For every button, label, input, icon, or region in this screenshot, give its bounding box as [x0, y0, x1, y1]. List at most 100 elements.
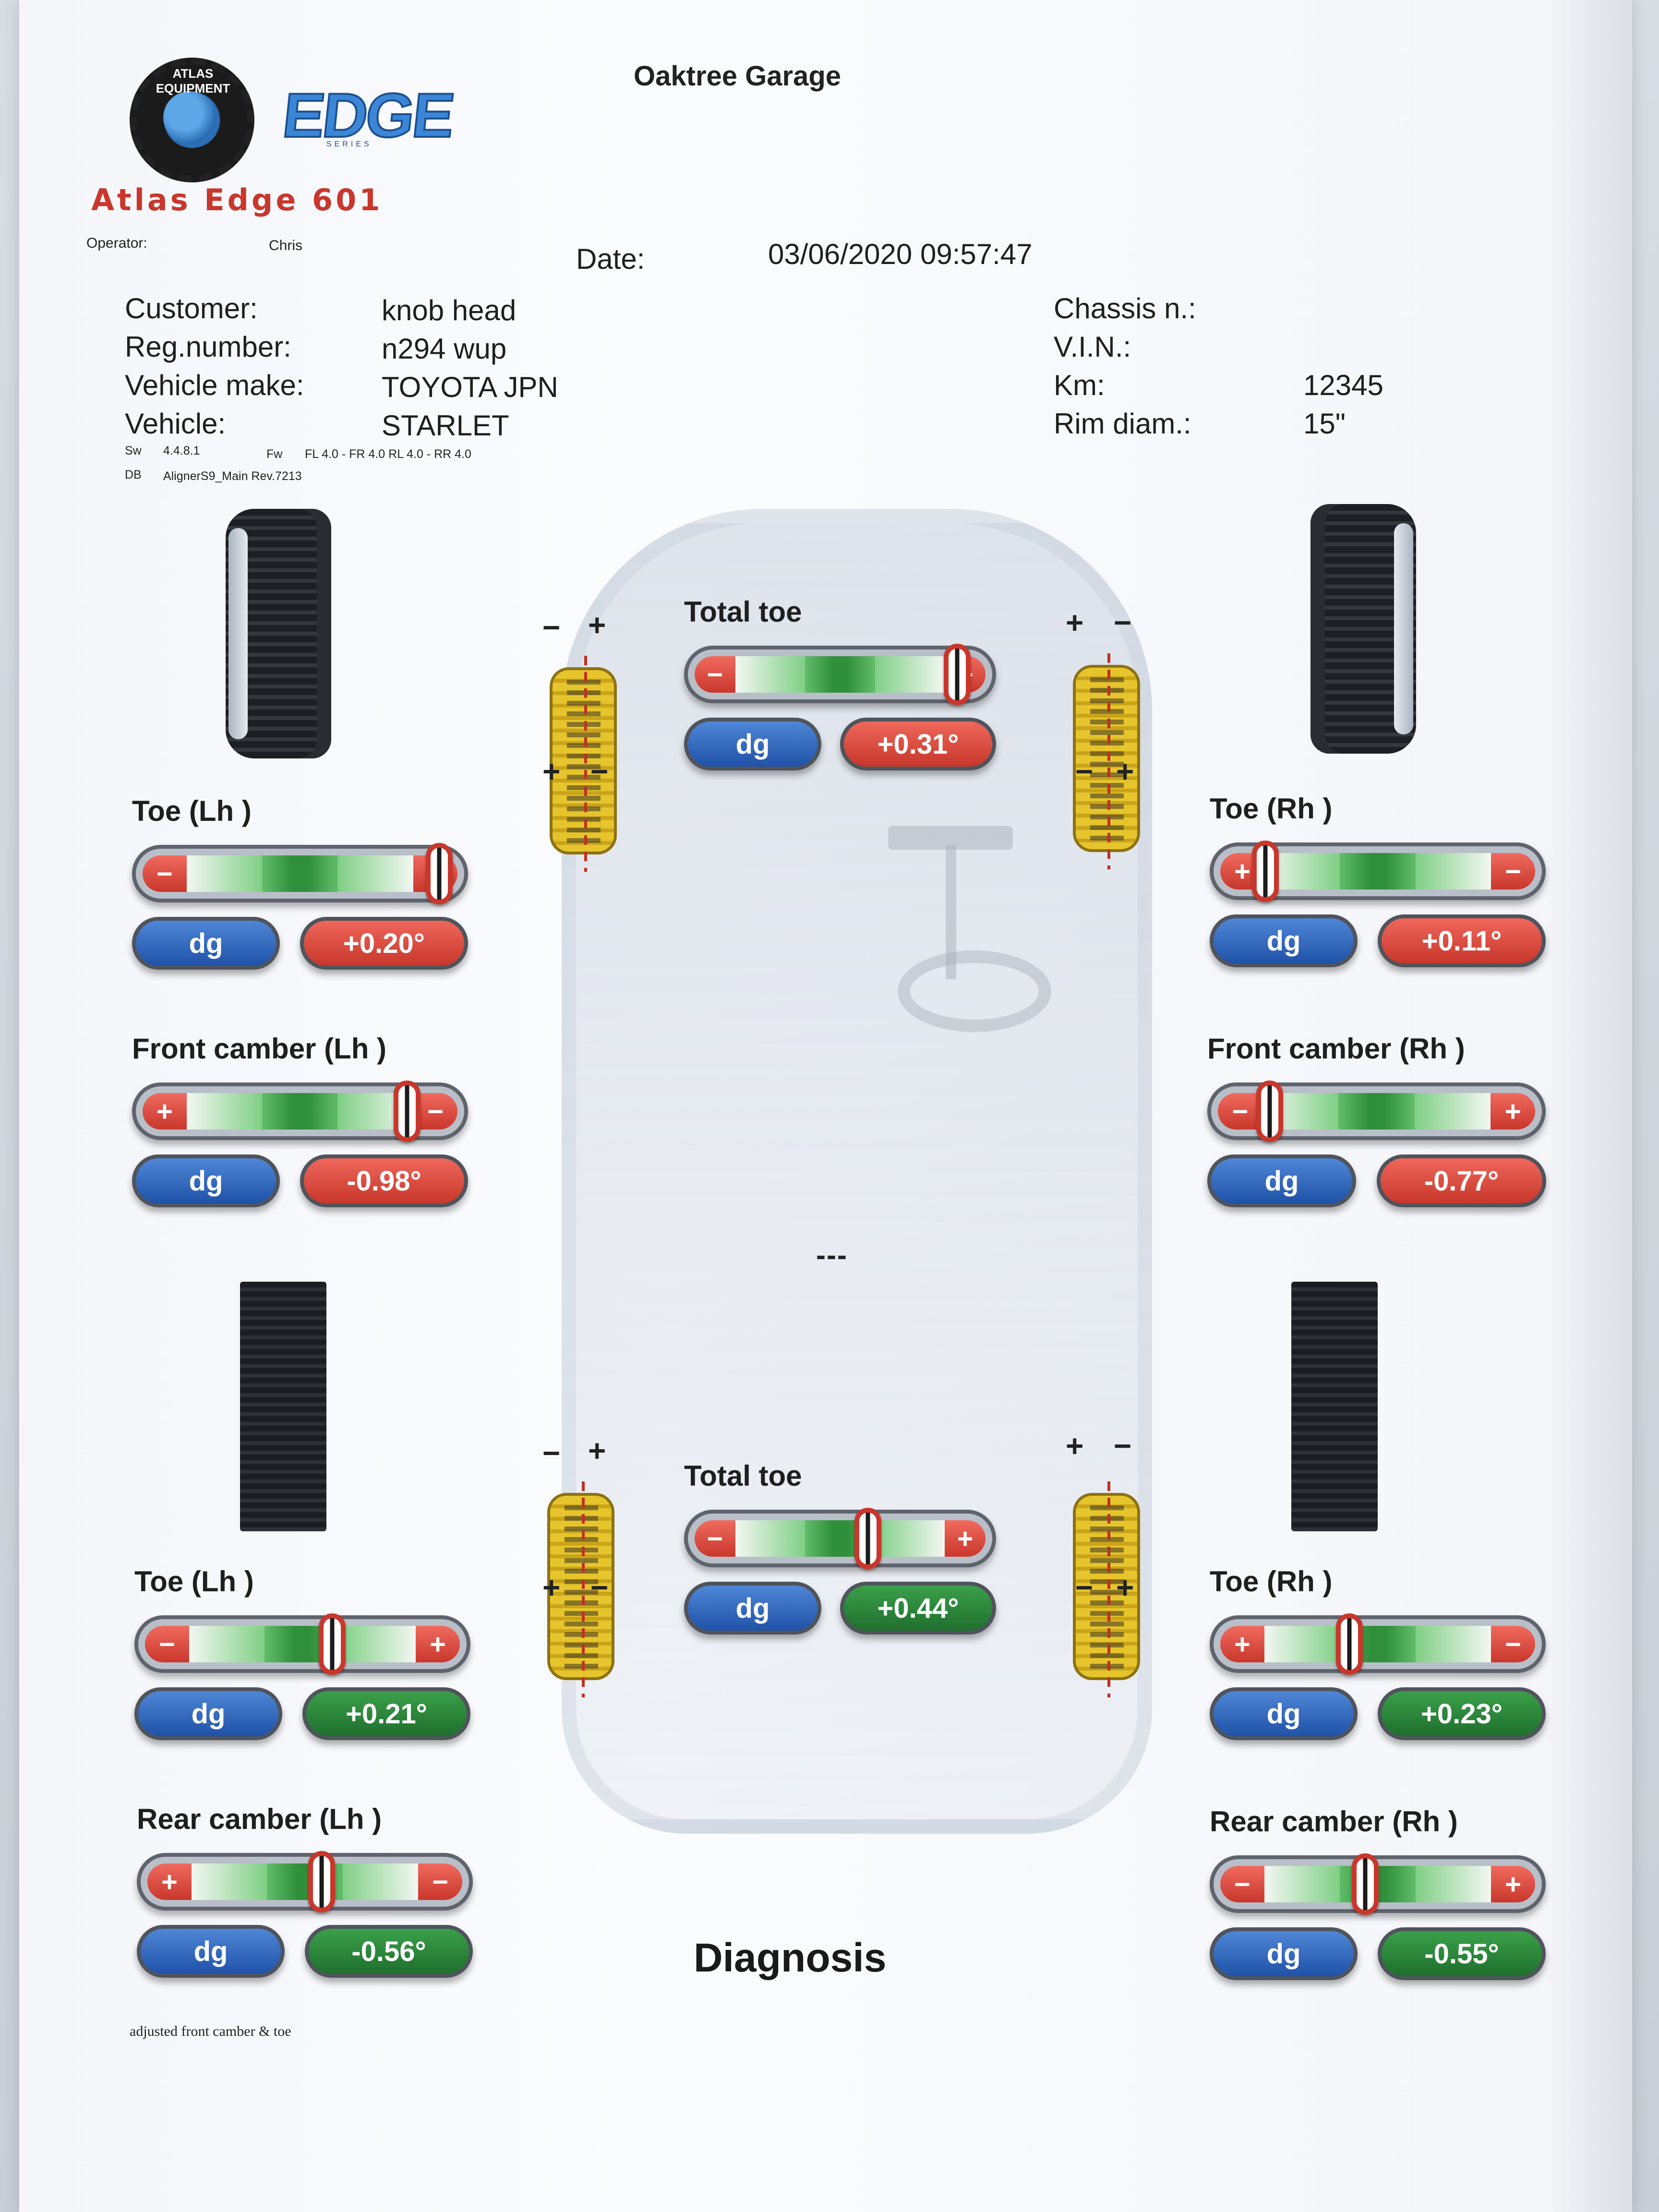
rear-toe-lh-bar: − +	[134, 1613, 470, 1675]
vehicle-label: Vehicle:	[125, 408, 226, 440]
rear-total-toe-unit: dg	[684, 1582, 821, 1635]
rear-camber-lh-marker	[308, 1851, 335, 1912]
rr-top-minus: −	[1114, 1429, 1132, 1463]
rear-total-toe-bar: − +	[684, 1508, 996, 1569]
fw-value: FL 4.0 - FR 4.0 RL 4.0 - RR 4.0	[305, 447, 471, 461]
brand-title: Atlas Edge 601	[91, 182, 383, 217]
rear-toe-rh-value: +0.23°	[1378, 1687, 1546, 1740]
front-total-toe-title: Total toe	[684, 596, 802, 628]
rear-toe-rh-panel: Toe (Rh ) + − dg +0.23°	[1210, 1565, 1546, 1747]
rear-toe-lh-marker	[319, 1613, 346, 1675]
front-camber-rh-left-sign: −	[1218, 1093, 1262, 1130]
front-left-tire-icon	[226, 509, 331, 758]
front-camber-rh-panel: Front camber (Rh ) − + dg -0.77°	[1207, 1032, 1546, 1214]
front-toe-rh-title: Toe (Rh )	[1210, 793, 1333, 825]
date-label: Date:	[576, 243, 645, 275]
front-camber-rh-unit: dg	[1207, 1154, 1356, 1207]
front-total-toe-panel: Total toe − + dg +0.31°	[684, 595, 996, 778]
front-toe-lh-bar: − +	[132, 843, 468, 904]
front-camber-lh-value: -0.98°	[300, 1154, 468, 1207]
front-total-toe-unit: dg	[684, 718, 821, 770]
rear-camber-lh-left-sign: +	[147, 1863, 192, 1900]
front-toe-rh-bar: + −	[1210, 841, 1546, 902]
date-value: 03/06/2020 09:57:47	[768, 238, 1033, 270]
rear-camber-lh-unit: dg	[137, 1925, 285, 1978]
rim-label: Rim diam.:	[1054, 408, 1191, 440]
customer-value: knob head	[382, 294, 517, 326]
edge-logo-sub: SERIES	[326, 140, 372, 148]
front-toe-lh-left-sign: −	[143, 855, 187, 892]
rr-mid-minus: −	[1075, 1570, 1094, 1605]
rr-mid-plus: +	[1116, 1570, 1134, 1605]
fl-top-minus: −	[542, 610, 561, 645]
operator-label: Operator:	[86, 235, 147, 251]
rr-top-plus: +	[1066, 1429, 1084, 1463]
make-label: Vehicle make:	[125, 369, 304, 401]
steering-shaft-icon	[946, 845, 956, 979]
front-camber-lh-marker	[394, 1081, 421, 1142]
steering-wheel-icon	[898, 950, 1051, 1032]
rear-toe-rh-left-sign: +	[1220, 1626, 1264, 1662]
diagnosis-note: adjusted front camber & toe	[130, 2023, 291, 2039]
front-toe-rh-right-sign: −	[1491, 853, 1535, 890]
rear-camber-lh-value: -0.56°	[305, 1925, 473, 1978]
front-toe-rh-panel: Toe (Rh ) + − dg +0.11°	[1210, 792, 1546, 974]
rear-camber-rh-unit: dg	[1210, 1927, 1358, 1980]
fl-mid-plus: +	[542, 754, 561, 789]
front-camber-lh-right-sign: −	[413, 1093, 457, 1130]
rear-right-tire-icon	[1291, 1282, 1378, 1531]
middle-dashes: ---	[816, 1239, 848, 1271]
front-camber-lh-unit: dg	[132, 1154, 280, 1207]
rim-value: 15"	[1303, 408, 1346, 440]
atlas-logo-text: ATLAS EQUIPMENT	[156, 66, 230, 96]
front-toe-rh-value: +0.11°	[1378, 914, 1546, 967]
rear-toe-rh-right-sign: −	[1491, 1626, 1535, 1662]
front-toe-lh-title: Toe (Lh )	[132, 795, 252, 827]
rear-camber-rh-value: -0.55°	[1378, 1927, 1546, 1980]
vin-label: V.I.N.:	[1054, 331, 1131, 363]
rl-mid-plus: +	[542, 1570, 561, 1605]
fr-mid-plus: +	[1116, 754, 1134, 789]
diagnosis-title: Diagnosis	[694, 1935, 887, 1980]
rear-total-toe-title: Total toe	[684, 1460, 802, 1492]
rl-top-minus: −	[542, 1436, 561, 1470]
rear-toe-lh-panel: Toe (Lh ) − + dg +0.21°	[134, 1565, 470, 1747]
rear-toe-rh-bar: + −	[1210, 1613, 1546, 1675]
km-label: Km:	[1054, 369, 1105, 401]
rear-toe-rh-unit: dg	[1210, 1687, 1358, 1740]
db-value: AlignerS9_Main Rev.7213	[163, 469, 302, 483]
rear-camber-lh-title: Rear camber (Lh )	[137, 1803, 382, 1835]
chassis-label: Chassis n.:	[1054, 292, 1196, 325]
rear-camber-lh-right-sign: −	[418, 1863, 462, 1900]
front-toe-lh-marker	[426, 843, 453, 904]
front-total-toe-bar: − +	[684, 644, 996, 705]
rear-toe-rh-marker	[1336, 1613, 1363, 1675]
rear-total-toe-right-sign: +	[945, 1520, 986, 1557]
rear-camber-lh-panel: Rear camber (Lh ) + − dg -0.56°	[137, 1803, 473, 1985]
rear-camber-lh-bar: + −	[137, 1851, 473, 1912]
front-camber-lh-left-sign: +	[143, 1093, 187, 1130]
front-camber-rh-bar: − +	[1207, 1081, 1546, 1142]
fl-top-plus: +	[588, 608, 606, 642]
fr-top-minus: −	[1114, 605, 1132, 640]
rl-mid-minus: −	[590, 1570, 609, 1605]
front-right-tire-icon	[1310, 504, 1416, 754]
front-camber-rh-right-sign: +	[1491, 1093, 1535, 1130]
db-label: DB	[125, 468, 142, 481]
paper-fold-shadow	[1546, 0, 1632, 2212]
front-toe-rh-unit: dg	[1210, 914, 1358, 967]
sw-label: Sw	[125, 444, 142, 457]
operator-value: Chris	[269, 238, 303, 253]
reg-value: n294 wup	[382, 333, 507, 365]
front-toe-lh-unit: dg	[132, 917, 280, 970]
rear-camber-rh-left-sign: −	[1220, 1866, 1264, 1902]
front-camber-rh-marker	[1256, 1081, 1283, 1142]
rear-total-toe-left-sign: −	[695, 1520, 735, 1557]
rear-toe-lh-value: +0.21°	[302, 1687, 470, 1740]
front-total-toe-left-sign: −	[695, 656, 735, 693]
report-sheet: ATLAS EQUIPMENT EDGE SERIES Atlas Edge 6…	[19, 0, 1632, 2212]
front-camber-rh-value: -0.77°	[1377, 1154, 1546, 1207]
front-toe-lh-value: +0.20°	[300, 917, 468, 970]
reg-label: Reg.number:	[125, 331, 291, 363]
rear-camber-rh-bar: − +	[1210, 1853, 1546, 1915]
